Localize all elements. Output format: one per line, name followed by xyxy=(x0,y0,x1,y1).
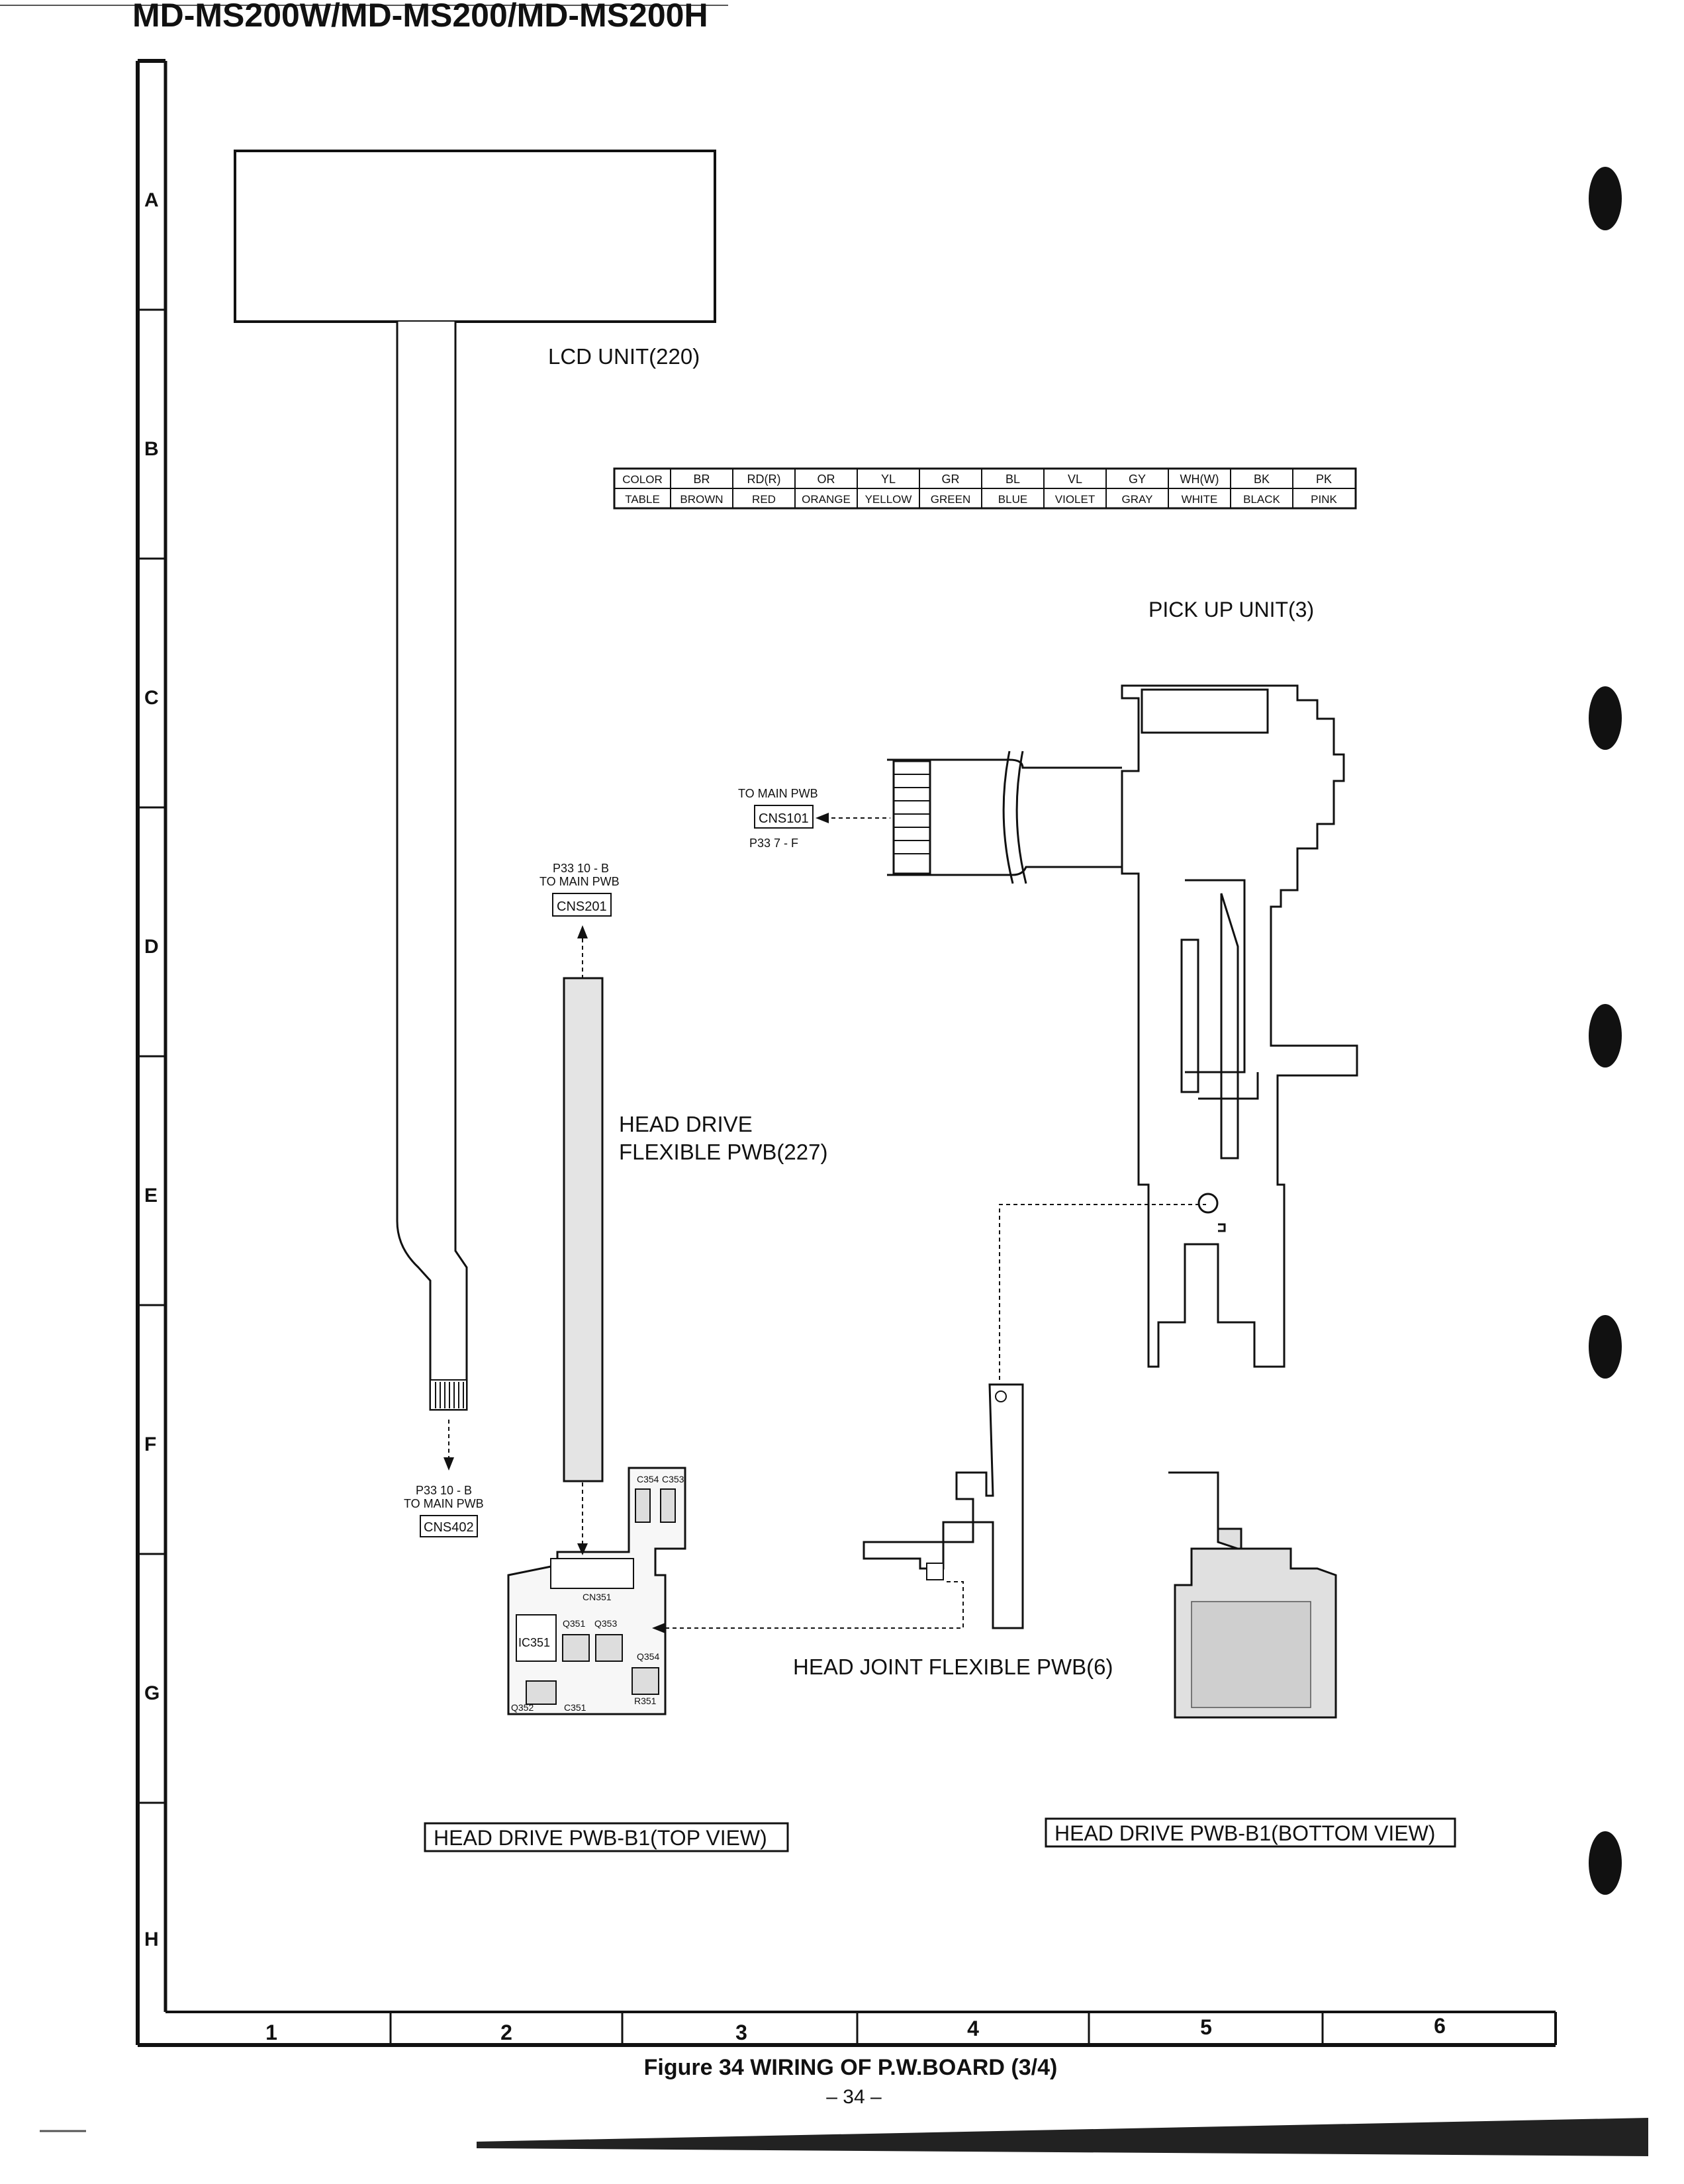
color-code-rdr: RD(R) xyxy=(747,473,781,486)
column-labels: 1 2 3 4 5 6 xyxy=(265,2014,1446,2044)
part-c351: C351 xyxy=(564,1702,586,1713)
head-drive-pwb-bottom xyxy=(1168,1471,1337,1719)
pickup-unit xyxy=(1121,684,1358,1368)
color-name-yellow: YELLOW xyxy=(865,493,912,506)
joint-to-pickup-dashed-lead xyxy=(999,1204,1206,1380)
row-label-f: F xyxy=(144,1433,156,1455)
part-q353: Q353 xyxy=(594,1618,617,1629)
col-label-1: 1 xyxy=(265,2021,277,2044)
figure-caption: Figure 34 WIRING OF P.W.BOARD (3/4) xyxy=(644,2055,1058,2080)
joint-to-pwb-arrow xyxy=(652,1623,665,1633)
color-name-pink: PINK xyxy=(1311,493,1337,506)
cns402-arrow xyxy=(444,1457,454,1471)
to-main-pwb-label-2: TO MAIN PWB xyxy=(539,875,620,888)
row-label-g: G xyxy=(144,1682,160,1704)
color-code-or: OR xyxy=(818,473,835,486)
part-q352: Q352 xyxy=(511,1702,534,1713)
row-label-h: H xyxy=(144,1929,159,1950)
color-code-vl: VL xyxy=(1068,473,1082,486)
color-code-gr: GR xyxy=(942,473,960,486)
row-label-e: E xyxy=(144,1185,158,1206)
color-name-violet: VIOLET xyxy=(1055,493,1095,506)
col-label-4: 4 xyxy=(967,2017,979,2040)
cns101-box xyxy=(754,805,814,829)
pickup-unit-label: PICK UP UNIT(3) xyxy=(1148,598,1314,621)
bottom-view-caption-box xyxy=(1045,1817,1456,1848)
head-drive-label-line2: FLEXIBLE PWB(227) xyxy=(619,1140,827,1164)
cns201-label: CNS201 xyxy=(557,899,607,914)
part-q354: Q354 xyxy=(637,1651,659,1662)
head-joint-label: HEAD JOINT FLEXIBLE PWB(6) xyxy=(793,1655,1113,1679)
col-label-3: 3 xyxy=(735,2021,747,2044)
p33-10b-top-label: P33 10 - B xyxy=(553,862,609,875)
part-ic351: IC351 xyxy=(518,1636,550,1649)
col-label-6: 6 xyxy=(1434,2014,1446,2038)
cns201-arrow xyxy=(577,925,588,938)
model-header: MD-MS200W/MD-MS200/MD-MS200H xyxy=(132,0,708,34)
head-drive-pwb-top xyxy=(507,1467,686,1715)
color-name-orange: ORANGE xyxy=(802,493,851,506)
row-labels: A B C D E F G H xyxy=(144,189,160,1950)
footer-scan-bar xyxy=(477,2118,1648,2156)
p33-10b-bottom-label: P33 10 - B xyxy=(416,1484,472,1497)
head-drive-label-line1: HEAD DRIVE xyxy=(619,1112,753,1136)
col-label-2: 2 xyxy=(500,2021,512,2044)
color-table-row-label: TABLE xyxy=(625,493,660,506)
cns201-box xyxy=(552,893,612,917)
row-label-b: B xyxy=(144,438,159,460)
part-r351: R351 xyxy=(634,1696,657,1706)
to-main-pwb-label-1: TO MAIN PWB xyxy=(738,787,818,800)
part-q351: Q351 xyxy=(563,1618,585,1629)
row-label-a: A xyxy=(144,189,159,211)
pwb-part-labels: C354 C353 CN351 Q351 Q353 Q354 IC351 Q35… xyxy=(511,1474,684,1713)
color-name-black: BLACK xyxy=(1243,493,1280,506)
binder-holes xyxy=(1589,167,1622,1895)
color-code-bl: BL xyxy=(1006,473,1020,486)
cns402-box xyxy=(420,1515,478,1537)
row-label-c: C xyxy=(144,687,159,709)
lcd-unit xyxy=(234,150,716,1411)
col-label-5: 5 xyxy=(1200,2015,1212,2039)
color-name-green: GREEN xyxy=(931,493,970,506)
row-label-d: D xyxy=(144,936,159,958)
part-c354: C354 xyxy=(637,1474,659,1484)
bottom-view-caption: HEAD DRIVE PWB-B1(BOTTOM VIEW) xyxy=(1054,1821,1435,1845)
p33-7f-label: P33 7 - F xyxy=(749,837,798,850)
color-table: COLOR TABLE BR BROWN RD(R) RED OR ORANGE YL YELLO… xyxy=(613,467,1357,510)
color-name-gray: GRAY xyxy=(1122,493,1153,506)
head-drive-flexible-pwb xyxy=(563,977,604,1482)
color-code-whw: WH(W) xyxy=(1180,473,1219,486)
top-view-caption: HEAD DRIVE PWB-B1(TOP VIEW) xyxy=(434,1826,767,1850)
color-code-bk: BK xyxy=(1254,473,1270,486)
to-main-pwb-label-3: TO MAIN PWB xyxy=(404,1497,484,1510)
part-c353: C353 xyxy=(662,1474,684,1484)
color-code-yl: YL xyxy=(881,473,896,486)
top-view-caption-box xyxy=(424,1822,789,1852)
grid-frame xyxy=(136,59,1557,2047)
cns402-label: CNS402 xyxy=(424,1520,474,1535)
color-code-pk: PK xyxy=(1316,473,1332,486)
color-code-br: BR xyxy=(693,473,710,486)
color-name-brown: BROWN xyxy=(680,493,723,506)
part-cn351: CN351 xyxy=(583,1592,612,1602)
color-name-blue: BLUE xyxy=(998,493,1027,506)
color-table-row-label: COLOR xyxy=(622,473,662,486)
color-name-red: RED xyxy=(752,493,776,506)
flex-to-pwb-arrow xyxy=(577,1543,588,1555)
head-joint-flexible-pwb xyxy=(863,1383,1024,1629)
cns101-arrow xyxy=(816,813,829,823)
page-number: – 34 – xyxy=(826,2086,882,2108)
cns101-label: CNS101 xyxy=(759,811,809,826)
joint-to-pwb-dashed-lead xyxy=(662,1581,964,1629)
pickup-ribbon-connector xyxy=(887,751,1122,884)
color-code-gy: GY xyxy=(1129,473,1146,486)
color-name-white: WHITE xyxy=(1182,493,1218,506)
lcd-unit-label: LCD UNIT(220) xyxy=(548,344,700,369)
